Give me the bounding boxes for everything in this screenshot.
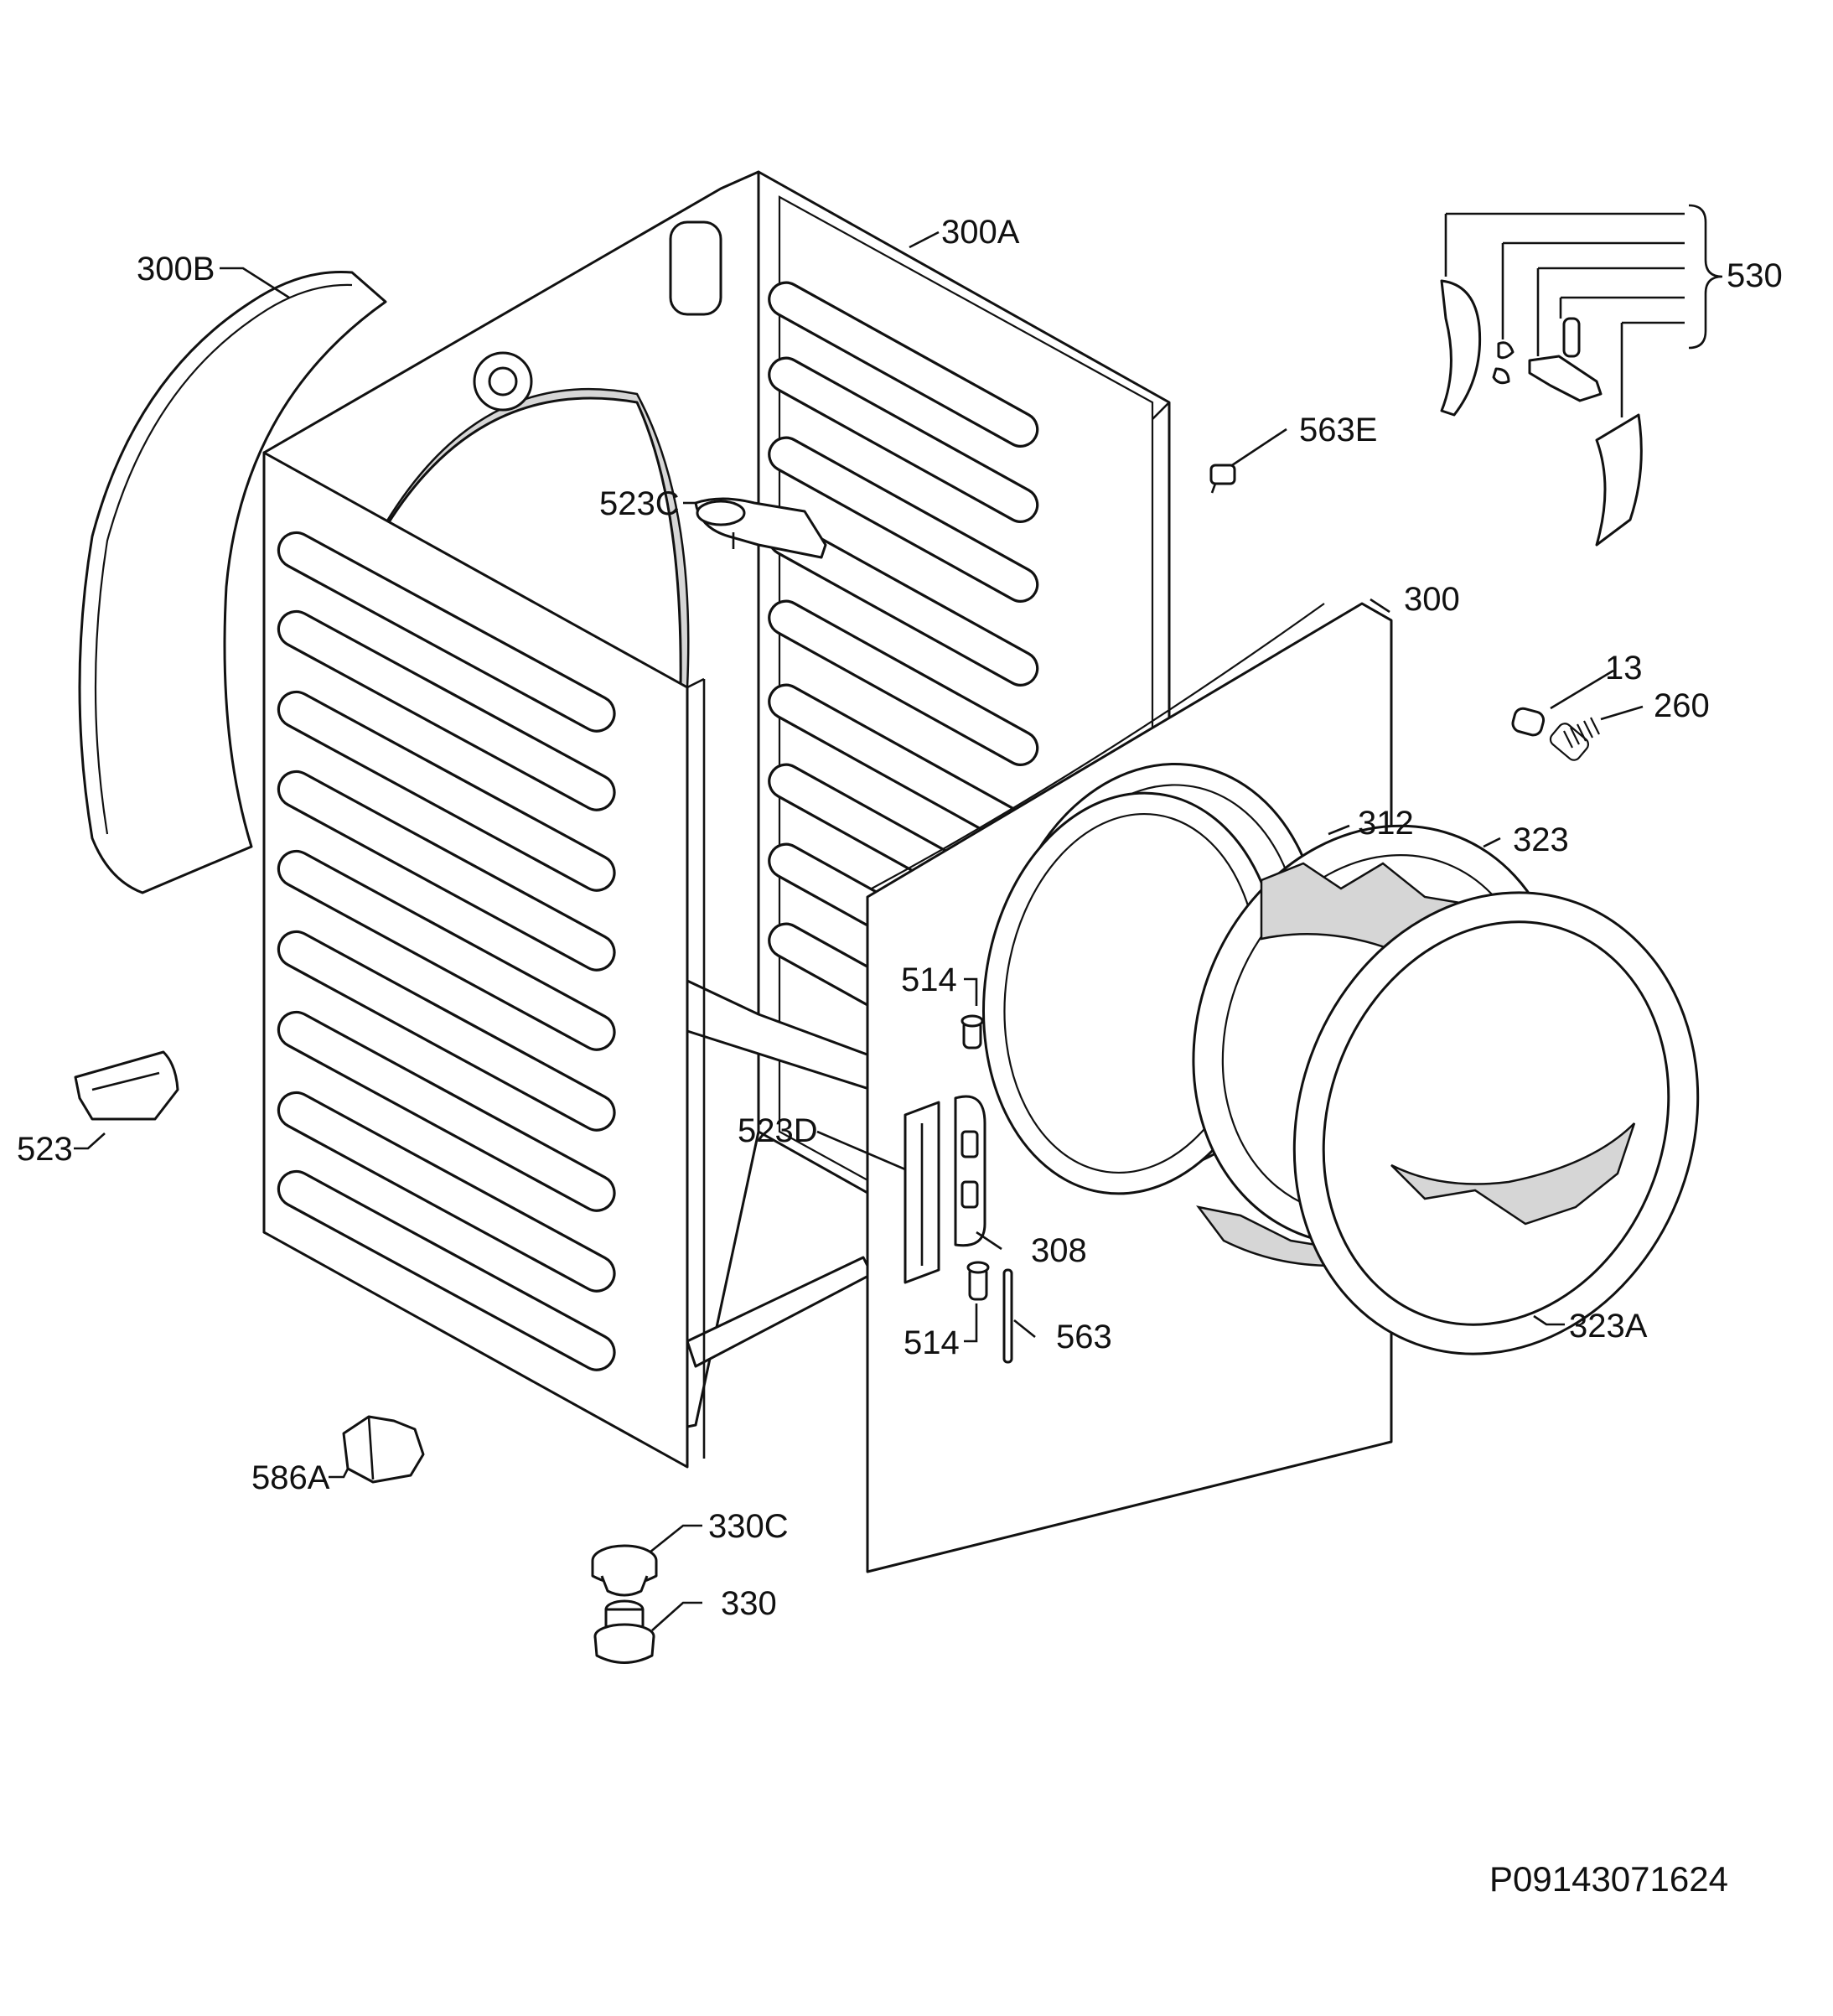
label-330C: 330C [708, 1508, 789, 1545]
label-323A: 323A [1569, 1308, 1648, 1345]
hinge-kit-530 [1440, 279, 1643, 547]
part-563E [1209, 464, 1236, 494]
pin-514-upper [961, 1014, 984, 1049]
label-514-upper: 514 [901, 961, 957, 998]
rod-563 [1002, 1268, 1013, 1364]
label-300: 300 [1404, 581, 1460, 618]
foot-330 [593, 1599, 655, 1664]
label-300A: 300A [941, 214, 1020, 251]
label-563: 563 [1056, 1319, 1112, 1355]
label-13: 13 [1605, 650, 1643, 687]
label-323: 323 [1513, 821, 1569, 858]
label-586A: 586A [251, 1459, 330, 1496]
bracket-523 [74, 1050, 179, 1121]
door-outer-ring-323A [1292, 891, 1700, 1355]
label-300B: 300B [137, 251, 215, 288]
side-panel-slots [277, 531, 616, 1371]
label-523D: 523D [738, 1112, 818, 1149]
label-312: 312 [1358, 805, 1414, 842]
label-260: 260 [1654, 687, 1710, 724]
label-530: 530 [1727, 257, 1783, 294]
bracket-586A [342, 1415, 425, 1484]
label-308: 308 [1031, 1232, 1087, 1269]
foot-cap-330C [591, 1544, 658, 1597]
hinge-308 [954, 1095, 986, 1247]
label-523: 523 [17, 1131, 73, 1168]
part-labels: 300B 300A 530 563E 523C 300 13 260 312 3… [17, 214, 1783, 1622]
label-563E: 563E [1299, 412, 1377, 448]
leader-lines [74, 204, 1723, 1631]
hinge-plate-523D [904, 1101, 940, 1284]
spring-260 [1549, 717, 1600, 761]
label-514-lower: 514 [904, 1324, 960, 1361]
pin-514-lower [966, 1261, 990, 1301]
label-330: 330 [721, 1585, 777, 1622]
cabinet-side-panel [262, 451, 706, 1469]
drawing-code: P09143071624 [1489, 1859, 1728, 1899]
label-523C: 523C [599, 485, 680, 522]
rear-seal-300B [78, 270, 387, 894]
bushing-13 [1511, 707, 1546, 737]
bracket-523C [694, 497, 827, 559]
